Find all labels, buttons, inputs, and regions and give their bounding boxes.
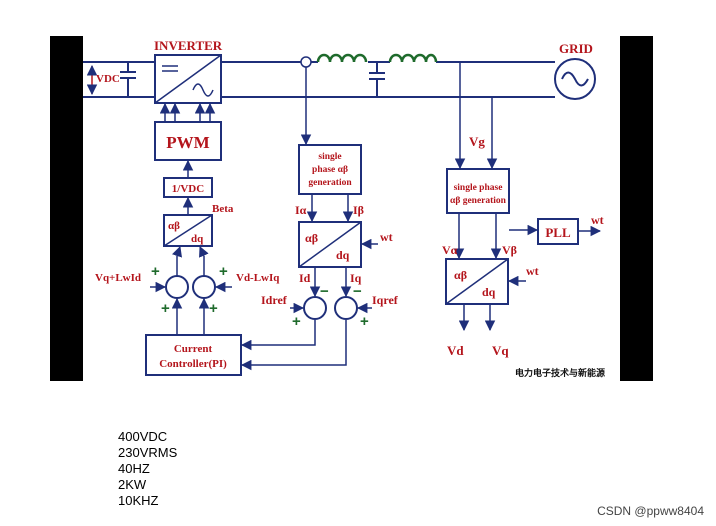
plus-sign-5: +	[292, 313, 301, 330]
sum-junction-d	[192, 275, 216, 299]
sum-junction-q	[165, 275, 189, 299]
i-beta-label: Iβ	[353, 203, 364, 217]
sp2-line2: αβ generation	[450, 196, 507, 206]
pwm-block	[154, 121, 222, 161]
sp2-line1: single phase	[454, 183, 503, 193]
wt-label-2: wt	[526, 264, 539, 278]
plus-sign-4: +	[209, 300, 218, 317]
current-controller-block	[145, 334, 242, 376]
sp1-line2: phase αβ	[312, 165, 348, 175]
controller-line2: Controller(PI)	[159, 358, 227, 370]
inverse-vdc-label: 1/VDC	[172, 183, 204, 195]
minus-sign-2: −	[353, 283, 362, 300]
diagram-caption: 电力电子技术与新能源	[515, 367, 605, 379]
spec-frequency: 40HZ	[118, 461, 150, 476]
spec-list: 400VDC 230VRMS 40HZ 2KW 10KHZ	[118, 429, 177, 509]
transform-left-dq: dq	[191, 233, 204, 245]
spec-switching: 10KHZ	[118, 493, 159, 508]
current-sensor	[300, 56, 312, 68]
spec-voltage-dc: 400VDC	[118, 429, 168, 444]
plus-sign-1: +	[151, 263, 160, 280]
error-junction-d	[303, 296, 327, 320]
sp1-line1: single	[318, 152, 341, 162]
error-junction-q	[334, 296, 358, 320]
watermark: CSDN @ppww8404	[597, 504, 704, 518]
transform-right-dq: dq	[482, 285, 496, 299]
left-black-bar	[50, 36, 83, 381]
wt-label-pll: wt	[591, 213, 604, 227]
controller-line1: Current	[174, 343, 213, 355]
pll-label: PLL	[545, 225, 571, 240]
transform-mid-dq: dq	[336, 248, 350, 262]
single-phase-gen-current	[298, 144, 362, 195]
vq-label: Vq	[492, 343, 509, 358]
pwm-label: PWM	[166, 133, 209, 152]
right-black-bar	[620, 36, 653, 381]
sp1-line3: generation	[308, 178, 352, 188]
spec-power: 2KW	[118, 477, 147, 492]
vd-label: Vd	[447, 343, 464, 358]
plus-sign-3: +	[161, 300, 170, 317]
vd-ff-label: Vd-LwIq	[236, 272, 280, 284]
id-label: Id	[299, 271, 311, 285]
v-alpha-label: Vα	[442, 243, 458, 257]
iq-label: Iq	[350, 271, 362, 285]
minus-sign-1: −	[320, 283, 329, 300]
beta-label: Beta	[212, 203, 234, 215]
spec-voltage-ac: 230VRMS	[118, 445, 178, 460]
plus-sign-6: +	[360, 313, 369, 330]
inductor-1	[316, 53, 368, 63]
grid-label: GRID	[559, 41, 593, 56]
iqref-label: Iqref	[372, 293, 399, 307]
inverter-label: INVERTER	[154, 38, 223, 53]
transform-mid-ab: αβ	[305, 231, 318, 245]
plus-sign-2: +	[219, 263, 228, 280]
vdc-label: VDC	[96, 73, 120, 85]
i-alpha-label: Iα	[295, 203, 307, 217]
vg-label: Vg	[469, 134, 485, 149]
vq-ff-label: Vq+LwId	[95, 272, 141, 284]
transform-right-ab: αβ	[454, 268, 467, 282]
v-beta-label: Vβ	[502, 243, 517, 257]
single-phase-gen-voltage	[446, 168, 510, 214]
inductor-2	[388, 53, 438, 63]
wt-label-1: wt	[380, 230, 393, 244]
transform-left-ab: αβ	[168, 220, 180, 232]
idref-label: Idref	[261, 293, 288, 307]
